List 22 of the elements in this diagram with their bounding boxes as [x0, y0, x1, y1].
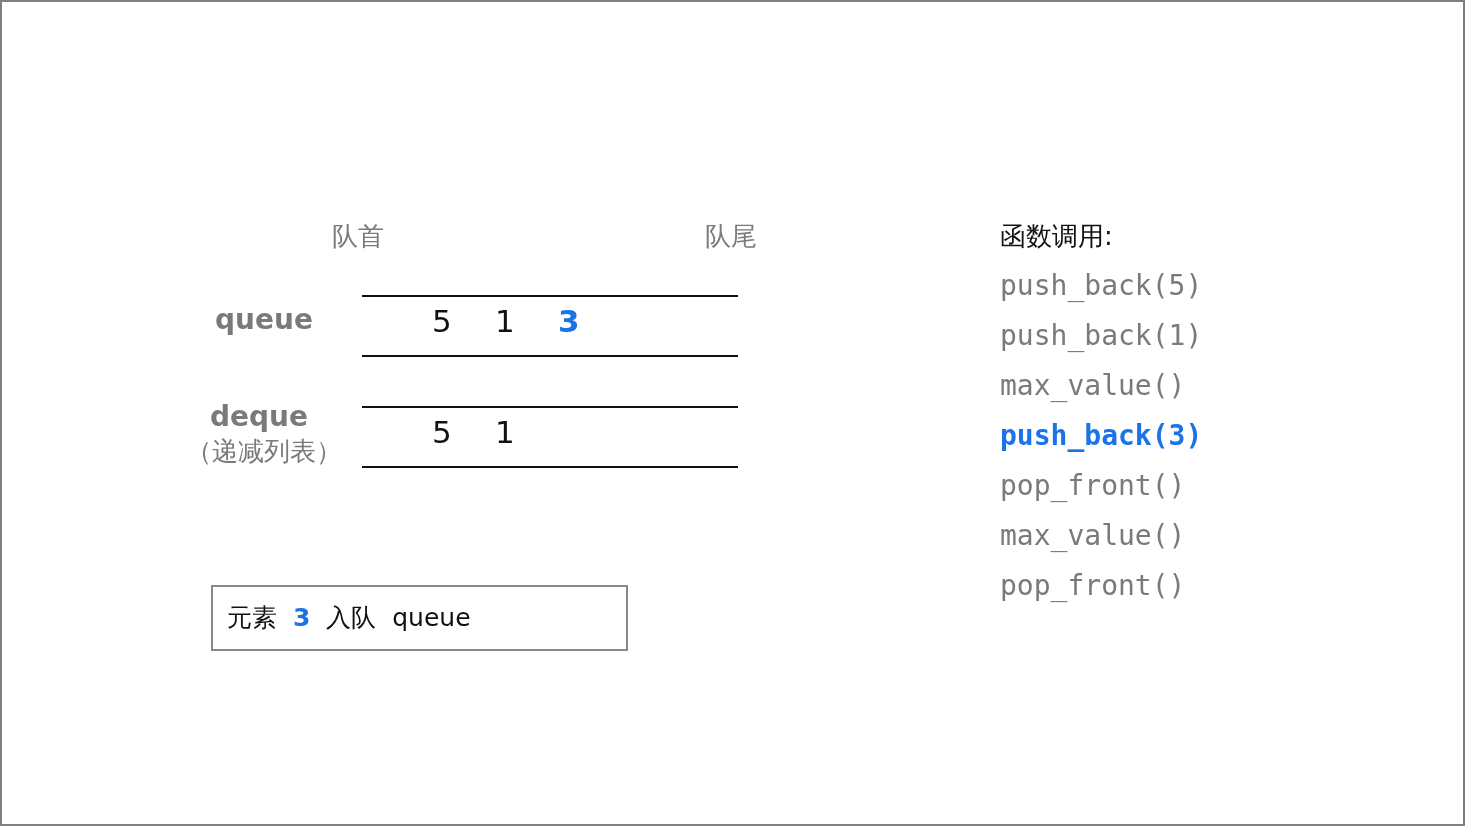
queue-value: 3 [558, 303, 580, 341]
queue-value: 5 [432, 414, 452, 452]
list-heading: 函数调用: [1000, 221, 1113, 253]
row-label: （递减列表） [186, 436, 342, 468]
function-call: push_back(1) [1000, 319, 1203, 353]
status-box [211, 585, 628, 651]
queue-value: 5 [432, 303, 452, 341]
function-call: push_back(5) [1000, 269, 1203, 303]
row-label: deque [210, 400, 308, 434]
queue-band [362, 406, 738, 468]
function-call: pop_front() [1000, 569, 1186, 603]
function-call: push_back(3) [1000, 419, 1203, 453]
queue-value: 1 [495, 414, 515, 452]
queue-value: 1 [495, 303, 515, 341]
function-call: pop_front() [1000, 469, 1186, 503]
function-call: max_value() [1000, 519, 1186, 553]
status-text: 元素 3 入队 queue [227, 603, 471, 633]
column-heading: 队尾 [705, 221, 757, 253]
column-heading: 队首 [332, 221, 384, 253]
row-label: queue [215, 303, 313, 337]
function-call: max_value() [1000, 369, 1186, 403]
queue-band [362, 295, 738, 357]
